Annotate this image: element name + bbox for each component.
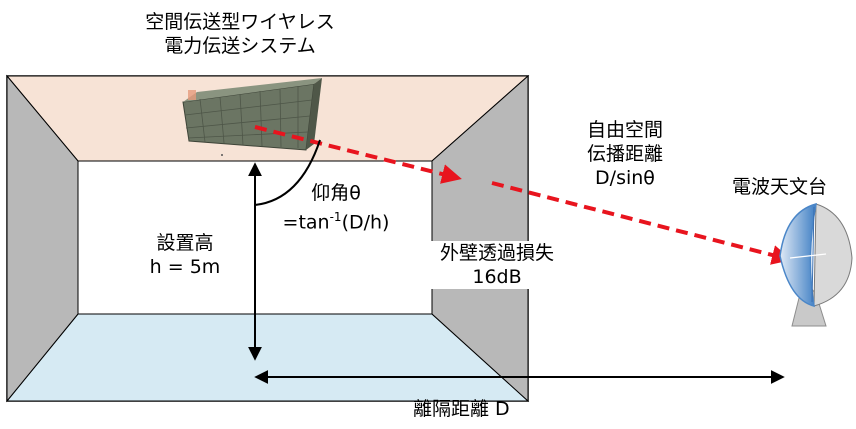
wall-loss-label: 外壁透過損失 16dB — [412, 241, 582, 289]
beam-inside — [254, 125, 462, 184]
system-title-line1: 空間伝送型ワイヤレス — [145, 11, 335, 33]
install-height-line2: h = 5m — [149, 256, 221, 278]
elevation-line1: 仰角θ — [311, 182, 361, 204]
propagation-line1: 自由空間 — [586, 119, 663, 141]
elevation-line2: =tan-1(D/h) — [272, 205, 400, 234]
system-title: 空間伝送型ワイヤレス 電力伝送システム — [104, 10, 376, 58]
elevation-arc — [254, 139, 321, 206]
install-height-line1: 設置高 — [156, 232, 214, 254]
system-title-line2: 電力伝送システム — [164, 35, 316, 57]
propagation-line3: D/sinθ — [595, 167, 655, 189]
room — [5, 74, 530, 403]
elevation-sup: -1 — [329, 210, 342, 224]
elevation-label: 仰角θ =tan-1(D/h) — [272, 181, 400, 234]
radio-telescope-icon — [779, 202, 853, 327]
distance-label: 離隔距離 D — [413, 398, 510, 420]
propagation-line2: 伝播距離 — [586, 143, 663, 165]
wall-loss-line2: 16dB — [472, 266, 522, 288]
elevation-suffix: (D/h) — [341, 211, 390, 234]
install-height-label: 設置高 h = 5m — [140, 231, 230, 279]
beam-outside — [491, 181, 792, 265]
elevation-prefix: =tan — [282, 211, 330, 234]
wall-loss-line1: 外壁透過損失 — [439, 242, 554, 264]
observatory-label: 電波天文台 — [732, 176, 828, 198]
propagation-label: 自由空間 伝播距離 D/sinθ — [560, 118, 690, 190]
